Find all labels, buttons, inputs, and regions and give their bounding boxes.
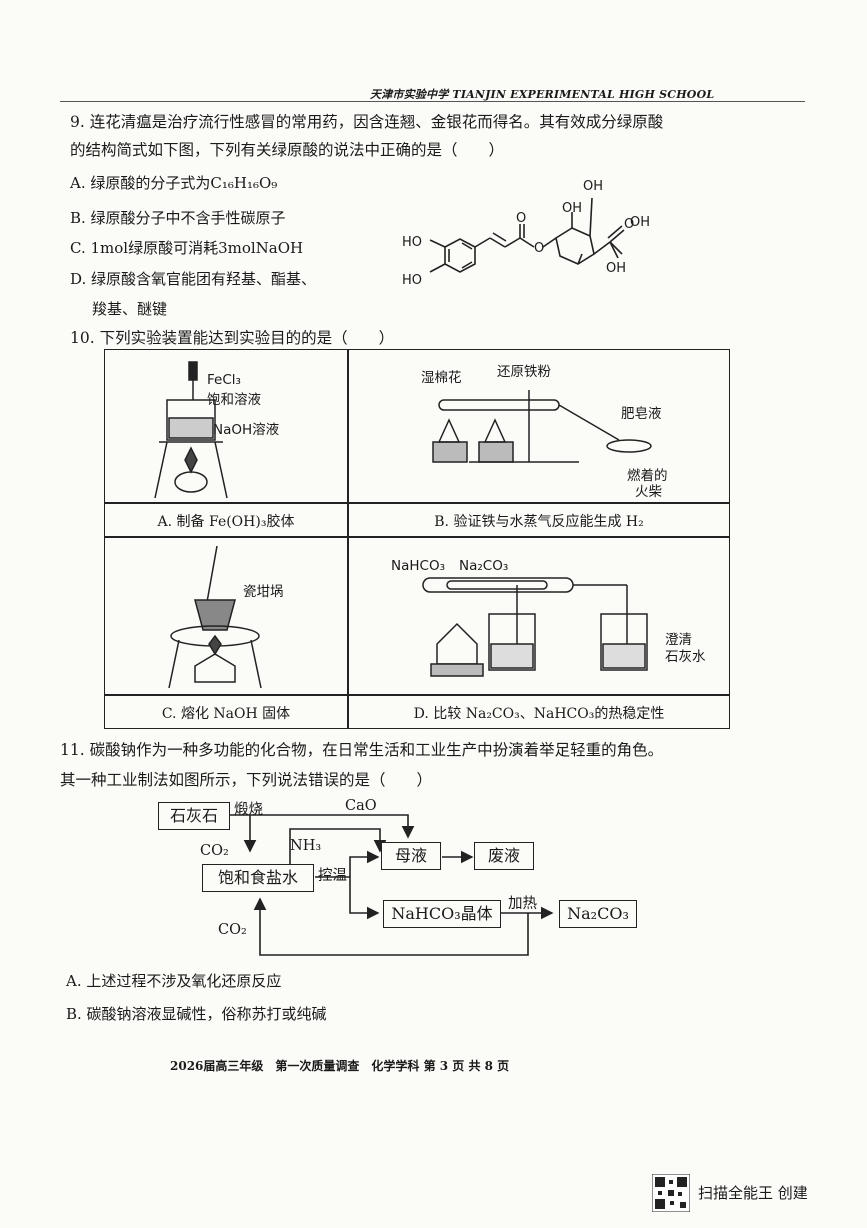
caption-a: A. 制备 Fe(OH)₃胶体 (157, 514, 295, 530)
grid-divider-row3 (105, 694, 729, 696)
label-ho-1: HO (402, 235, 422, 250)
grid-divider-row1 (105, 502, 729, 504)
apparatus-a-icon (154, 361, 228, 499)
q11-option-a: A. 上述过程不涉及氧化还原反应 (66, 972, 282, 990)
school-header: 天津市实验中学 TIANJIN EXPERIMENTAL HIGH SCHOOL (370, 88, 715, 101)
label-naoh-solution: NaOH溶液 (213, 422, 280, 438)
q11-option-b: B. 碳酸钠溶液显碱性，俗称苏打或纯碱 (66, 1005, 327, 1023)
label-burning-match-2: 火柴 (635, 484, 662, 500)
q9-stem-line2: 的结构简式如下图，下列有关绿原酸的说法中正确的是（ ） (70, 141, 505, 159)
label-ho-2: HO (402, 273, 422, 288)
label-reduced-iron: 还原铁粉 (497, 364, 551, 380)
flow-label-nh3: NH₃ (290, 838, 322, 854)
label-burning-match-1: 燃着的 (627, 468, 668, 484)
label-o-carbonyl: O (516, 211, 526, 226)
apparatus-c-icon (168, 545, 262, 689)
label-o-ester: O (534, 241, 544, 256)
flow-label-co2-bottom: CO₂ (218, 922, 247, 938)
label-porcelain-crucible: 瓷坩埚 (243, 584, 284, 600)
label-na2co3: Na₂CO₃ (459, 558, 509, 574)
label-saturated-solution: 饱和溶液 (207, 392, 261, 408)
caption-b: B. 验证铁与水蒸气反应能生成 H₂ (434, 514, 644, 530)
q9-option-d-line2: 羧基、醚键 (92, 300, 168, 318)
scanner-text: 扫描全能王 创建 (698, 1184, 808, 1202)
label-clear-1: 澄清 (665, 632, 692, 648)
q11-stem-line2: 其一种工业制法如图所示，下列说法错误的是（ ） (60, 771, 433, 789)
q11-stem-line1: 11. 碳酸钠作为一种多功能的化合物，在日常生活和工业生产中扮演着举足轻重的角色… (60, 741, 664, 759)
flow-arrows (230, 814, 554, 956)
flow-box-waste: 废液 (474, 842, 534, 870)
cell-b-apparatus: 湿棉花 还原铁粉 肥皂液 燃着的 火柴 (349, 350, 729, 502)
flow-box-brine: 饱和食盐水 (202, 864, 314, 892)
flow-label-temp-control: 控温 (318, 868, 347, 884)
q10-apparatus-grid: FeCl₃ 饱和溶液 NaOH溶液 A. 制备 Fe(OH)₃胶体 湿棉花 还原… (104, 349, 730, 729)
label-wet-cotton: 湿棉花 (421, 370, 462, 386)
qr-code-icon (652, 1174, 690, 1212)
header-rule (60, 101, 805, 102)
grid-divider-vertical (347, 350, 349, 728)
flow-label-heating: 加热 (508, 896, 537, 912)
cell-c-apparatus: 瓷坩埚 (105, 538, 347, 694)
label-limewater: 石灰水 (665, 649, 706, 665)
page-footer: 2026届高三年级 第一次质量调查 化学学科 第 3 页 共 8 页 (170, 1059, 510, 1073)
flow-label-cao: CaO (345, 798, 377, 814)
flow-label-co2-top: CO₂ (200, 843, 229, 859)
q9-option-a: A. 绿原酸的分子式为C₁₆H₁₆O₉ (70, 174, 278, 192)
label-oh-top: OH (583, 179, 603, 194)
flow-box-limestone: 石灰石 (158, 802, 230, 830)
q9-option-c: C. 1mol绿原酸可消耗3molNaOH (70, 239, 304, 257)
grid-divider-row2 (105, 536, 729, 538)
label-o-acid: O (624, 217, 634, 232)
flow-label-calcine: 煅烧 (234, 802, 263, 818)
flow-box-na2co3: Na₂CO₃ (559, 900, 637, 928)
q9-option-b: B. 绿原酸分子中不含手性碳原子 (70, 209, 286, 227)
label-oh-ring: OH (562, 201, 582, 216)
scanner-watermark: 扫描全能王 创建 (650, 1172, 850, 1212)
flow-box-nahco3-crystal: NaHCO₃晶体 (383, 900, 501, 928)
q10-stem: 10. 下列实验装置能达到实验目的的是（ ） (70, 329, 395, 347)
caption-d: D. 比较 Na₂CO₃、NaHCO₃的热稳定性 (413, 706, 665, 722)
q9-option-d-line1: D. 绿原酸含氧官能团有羟基、酯基、 (70, 270, 317, 288)
cell-d-apparatus: NaHCO₃ Na₂CO₃ 澄清 石灰水 (349, 538, 729, 694)
cell-a-apparatus: FeCl₃ 饱和溶液 NaOH溶液 (105, 350, 347, 502)
chlorogenic-acid-structure: HO HO O O OH OH O OH OH (402, 179, 650, 288)
caption-c: C. 熔化 NaOH 固体 (161, 706, 291, 722)
label-oh-acid: OH (630, 215, 650, 230)
label-nahco3: NaHCO₃ (391, 558, 445, 574)
label-oh-quat: OH (606, 261, 626, 276)
apparatus-b-icon (432, 390, 652, 463)
label-soap-solution: 肥皂液 (621, 406, 662, 422)
q9-stem-line1: 9. 连花清瘟是治疗流行性感冒的常用药，因含连翘、金银花而得名。其有效成分绿原酸 (70, 113, 664, 131)
apparatus-d-icon (422, 577, 648, 677)
label-fecl3: FeCl₃ (207, 372, 241, 388)
flow-box-mother-liquor: 母液 (381, 842, 441, 870)
